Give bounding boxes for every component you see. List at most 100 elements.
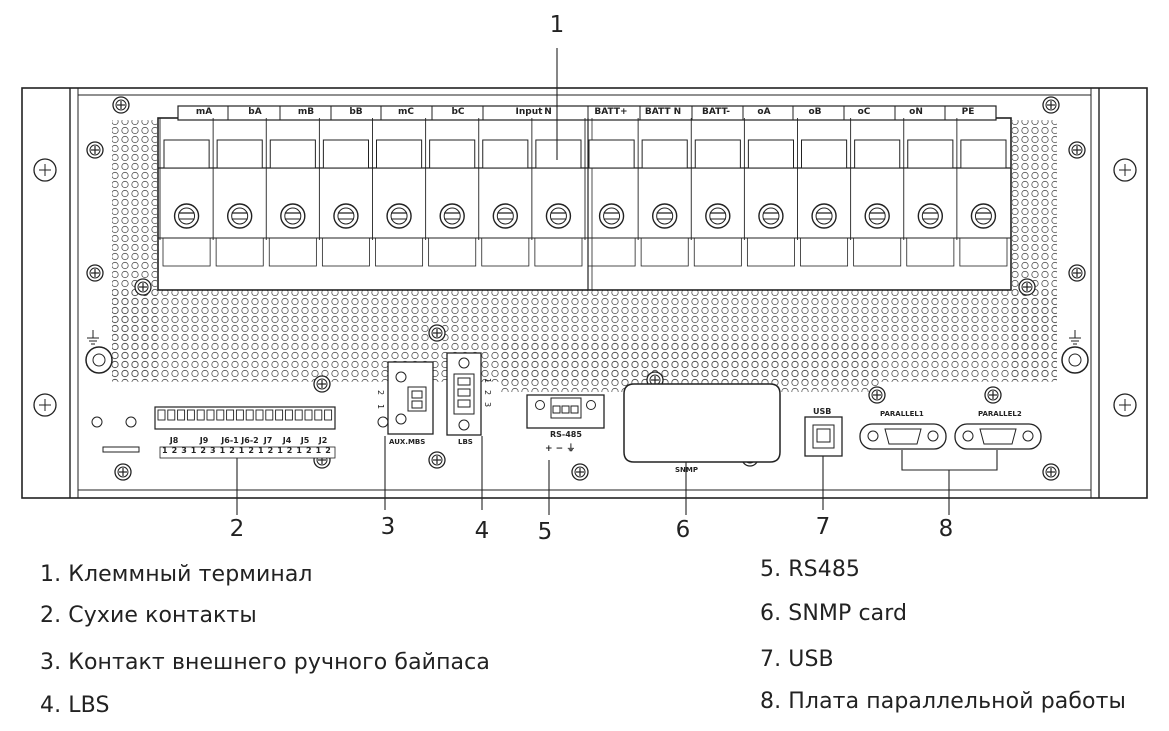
terminal-clamp	[801, 139, 848, 169]
terminal-bolt	[333, 203, 359, 229]
terminal-label: Input	[515, 107, 543, 117]
terminal-label: bA	[248, 107, 262, 117]
terminal-bolt	[970, 203, 997, 229]
dry-contact-pin-number: 1	[238, 446, 245, 455]
dry-contact-pin-number: 1	[258, 446, 264, 455]
terminal-housing	[321, 237, 370, 267]
callout-1: 1	[549, 12, 565, 38]
terminal-label: BATT N	[644, 107, 682, 117]
terminal-housing	[162, 237, 211, 267]
legend-item-5: 5. RS485	[760, 557, 861, 582]
dry-contact-pin	[284, 409, 293, 421]
terminal-label: bC	[451, 107, 465, 117]
dry-contact-pin-number: 1	[277, 446, 283, 455]
callout-5: 5	[537, 519, 553, 545]
dry-contact-port-label: J6-2	[241, 436, 259, 445]
terminal-label: mC	[398, 107, 414, 117]
terminal-clamp	[429, 139, 476, 169]
terminal-bolt	[758, 203, 784, 229]
parallel2-label: PARALLEL2	[978, 410, 1022, 418]
dry-contact-pin-number: 2	[200, 446, 206, 455]
dry-contact-pin	[235, 409, 244, 421]
legend-item-8: 8. Плата параллельной работы	[760, 689, 1126, 714]
terminal-housing	[746, 237, 795, 267]
legend-item-1: 1. Клеммный терминал	[40, 562, 313, 587]
aux-pin-2: 2	[376, 389, 386, 396]
usb-port	[804, 416, 843, 457]
terminal-bolt	[705, 203, 731, 229]
dry-contact-pin-number: 3	[210, 446, 216, 455]
callout-2: 2	[229, 516, 245, 542]
terminal-clamp	[269, 139, 316, 169]
dry-contact-pin-number: 2	[171, 446, 178, 455]
lbs-label: LBS	[458, 438, 473, 446]
dry-contact-pin-number: 2	[286, 446, 293, 455]
dry-contact-cells	[157, 409, 333, 421]
dry-contact-pin-number: 3	[181, 446, 187, 455]
terminal-label: oN	[909, 107, 923, 117]
leader-lines	[236, 48, 998, 515]
legend-item-4: 4. LBS	[40, 693, 110, 718]
callout-6: 6	[675, 517, 691, 543]
rs485-pin-legend: + − ⏚	[545, 444, 576, 454]
terminal-label: bB	[349, 107, 363, 117]
dry-contact-pin-number: 1	[190, 446, 197, 455]
terminal-label: oB	[808, 107, 822, 117]
dry-contact-port-label: J8	[169, 436, 179, 445]
parallel-ports	[859, 423, 1042, 450]
dry-contact-pin	[186, 409, 195, 421]
terminal-label: oA	[757, 107, 771, 117]
dry-contact-port-label: J6-1	[221, 436, 239, 445]
terminal-label: PE	[961, 107, 975, 117]
callout-7: 7	[815, 514, 831, 540]
terminal-clamp	[960, 139, 1007, 169]
snmp-label: SNMP	[675, 466, 698, 474]
dry-contact-pin-number: 1	[162, 446, 168, 455]
dry-contact-pin-number: 1	[315, 446, 322, 455]
usb-label: USB	[813, 407, 832, 416]
dry-contact-port-label: J4	[282, 436, 292, 445]
terminal-bolt	[651, 203, 678, 229]
legend-item-2: 2. Сухие контакты	[40, 603, 257, 628]
dry-contact-pin-number: 2	[267, 446, 274, 455]
dry-contact-port-label: J2	[318, 436, 328, 445]
terminal-housing	[693, 237, 742, 267]
terminal-clamp	[694, 139, 741, 169]
dry-contact-pin	[226, 409, 235, 421]
terminal-bolt	[811, 203, 837, 229]
terminal-bolt	[598, 203, 625, 229]
terminal-clamp	[588, 139, 635, 169]
callout-4: 4	[474, 518, 490, 544]
dry-contact-pin	[177, 409, 186, 421]
dry-contact-port-label: J5	[300, 436, 310, 445]
legend-item-6: 6. SNMP card	[760, 601, 908, 626]
terminal-bolt	[280, 203, 306, 229]
terminal-bolt	[173, 203, 200, 229]
legend-item-3: 3. Контакт внешнего ручного байпаса	[40, 650, 490, 675]
lbs-connector	[446, 352, 482, 436]
terminal-housing	[800, 237, 849, 267]
terminal-cells	[159, 106, 1008, 267]
aux-mbs-label: AUX.MBS	[389, 438, 426, 446]
ground-studs	[85, 330, 1089, 453]
terminal-bolt	[545, 203, 572, 229]
dry-contact-pin	[157, 409, 166, 421]
terminal-housing	[959, 237, 1008, 267]
dry-contact-pin	[304, 409, 313, 421]
dry-contact-pin	[255, 409, 264, 421]
dry-contact-pin	[314, 409, 323, 421]
terminal-clamp	[482, 139, 529, 169]
rs485-label: RS-485	[550, 430, 582, 439]
lbs-pin-number: 1	[483, 377, 493, 384]
terminal-housing	[268, 237, 317, 267]
terminal-label: mA	[195, 107, 213, 117]
lbs-pin-number: 2	[483, 389, 493, 396]
dry-contact-pin	[245, 409, 254, 421]
terminal-housing	[428, 237, 477, 267]
dry-contact-pin	[265, 409, 274, 421]
terminal-housing	[640, 237, 689, 267]
terminal-clamp	[376, 139, 423, 169]
dry-contact-pin-number: 1	[296, 446, 302, 455]
terminal-clamp	[747, 139, 794, 169]
